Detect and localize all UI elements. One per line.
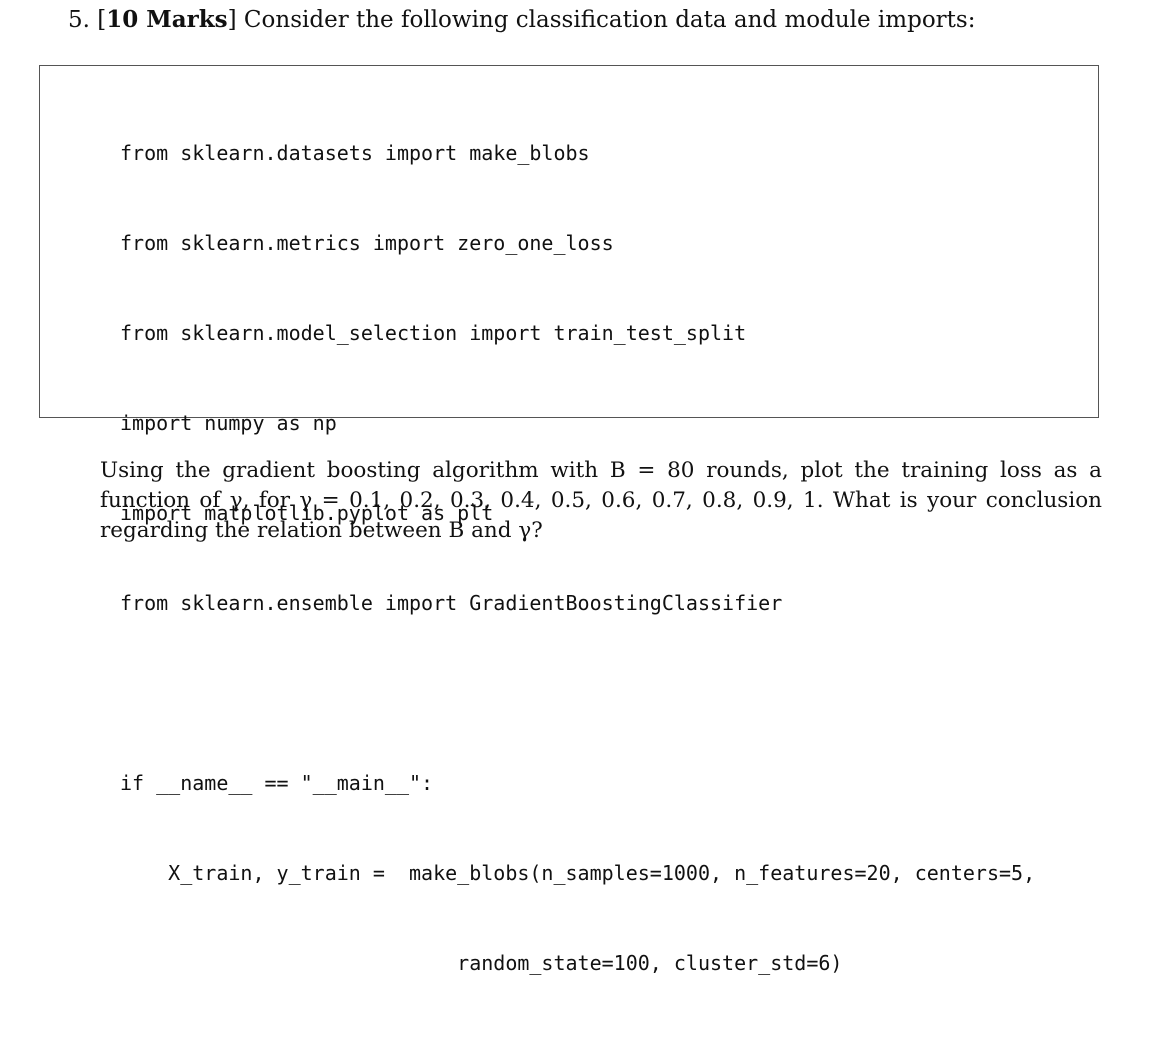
code-line: from sklearn.ensemble import GradientBoo… [120,591,783,615]
question-marks: 10 Marks [106,6,228,33]
code-box: from sklearn.datasets import make_blobs … [39,65,1099,975]
marks-open-bracket: [ [97,7,107,33]
code-line: from sklearn.metrics import zero_one_los… [120,231,614,255]
code-line: X_train, y_train = make_blobs(n_samples=… [120,861,1036,885]
code-line: import matplotlib.pyplot as plt [120,501,494,525]
question-header: 5. [10 Marks] Consider the following cla… [68,4,975,36]
task-text: Using the gradient boosting algorithm wi… [100,458,1102,543]
code-line: random_state=100, cluster_std=6) [120,951,843,975]
code-line: from sklearn.datasets import make_blobs [120,141,590,165]
code-line: import numpy as np [120,411,337,435]
code-line: if __name__ == "__main__": [120,771,434,795]
question-number: 5. [68,7,90,33]
code-line [120,678,1035,708]
code-line: from sklearn.model_selection import trai… [120,321,747,345]
question-prompt: Consider the following classification da… [236,7,976,33]
code-block: from sklearn.datasets import make_blobs … [120,78,1035,1038]
marks-close-bracket: ] [227,7,237,33]
